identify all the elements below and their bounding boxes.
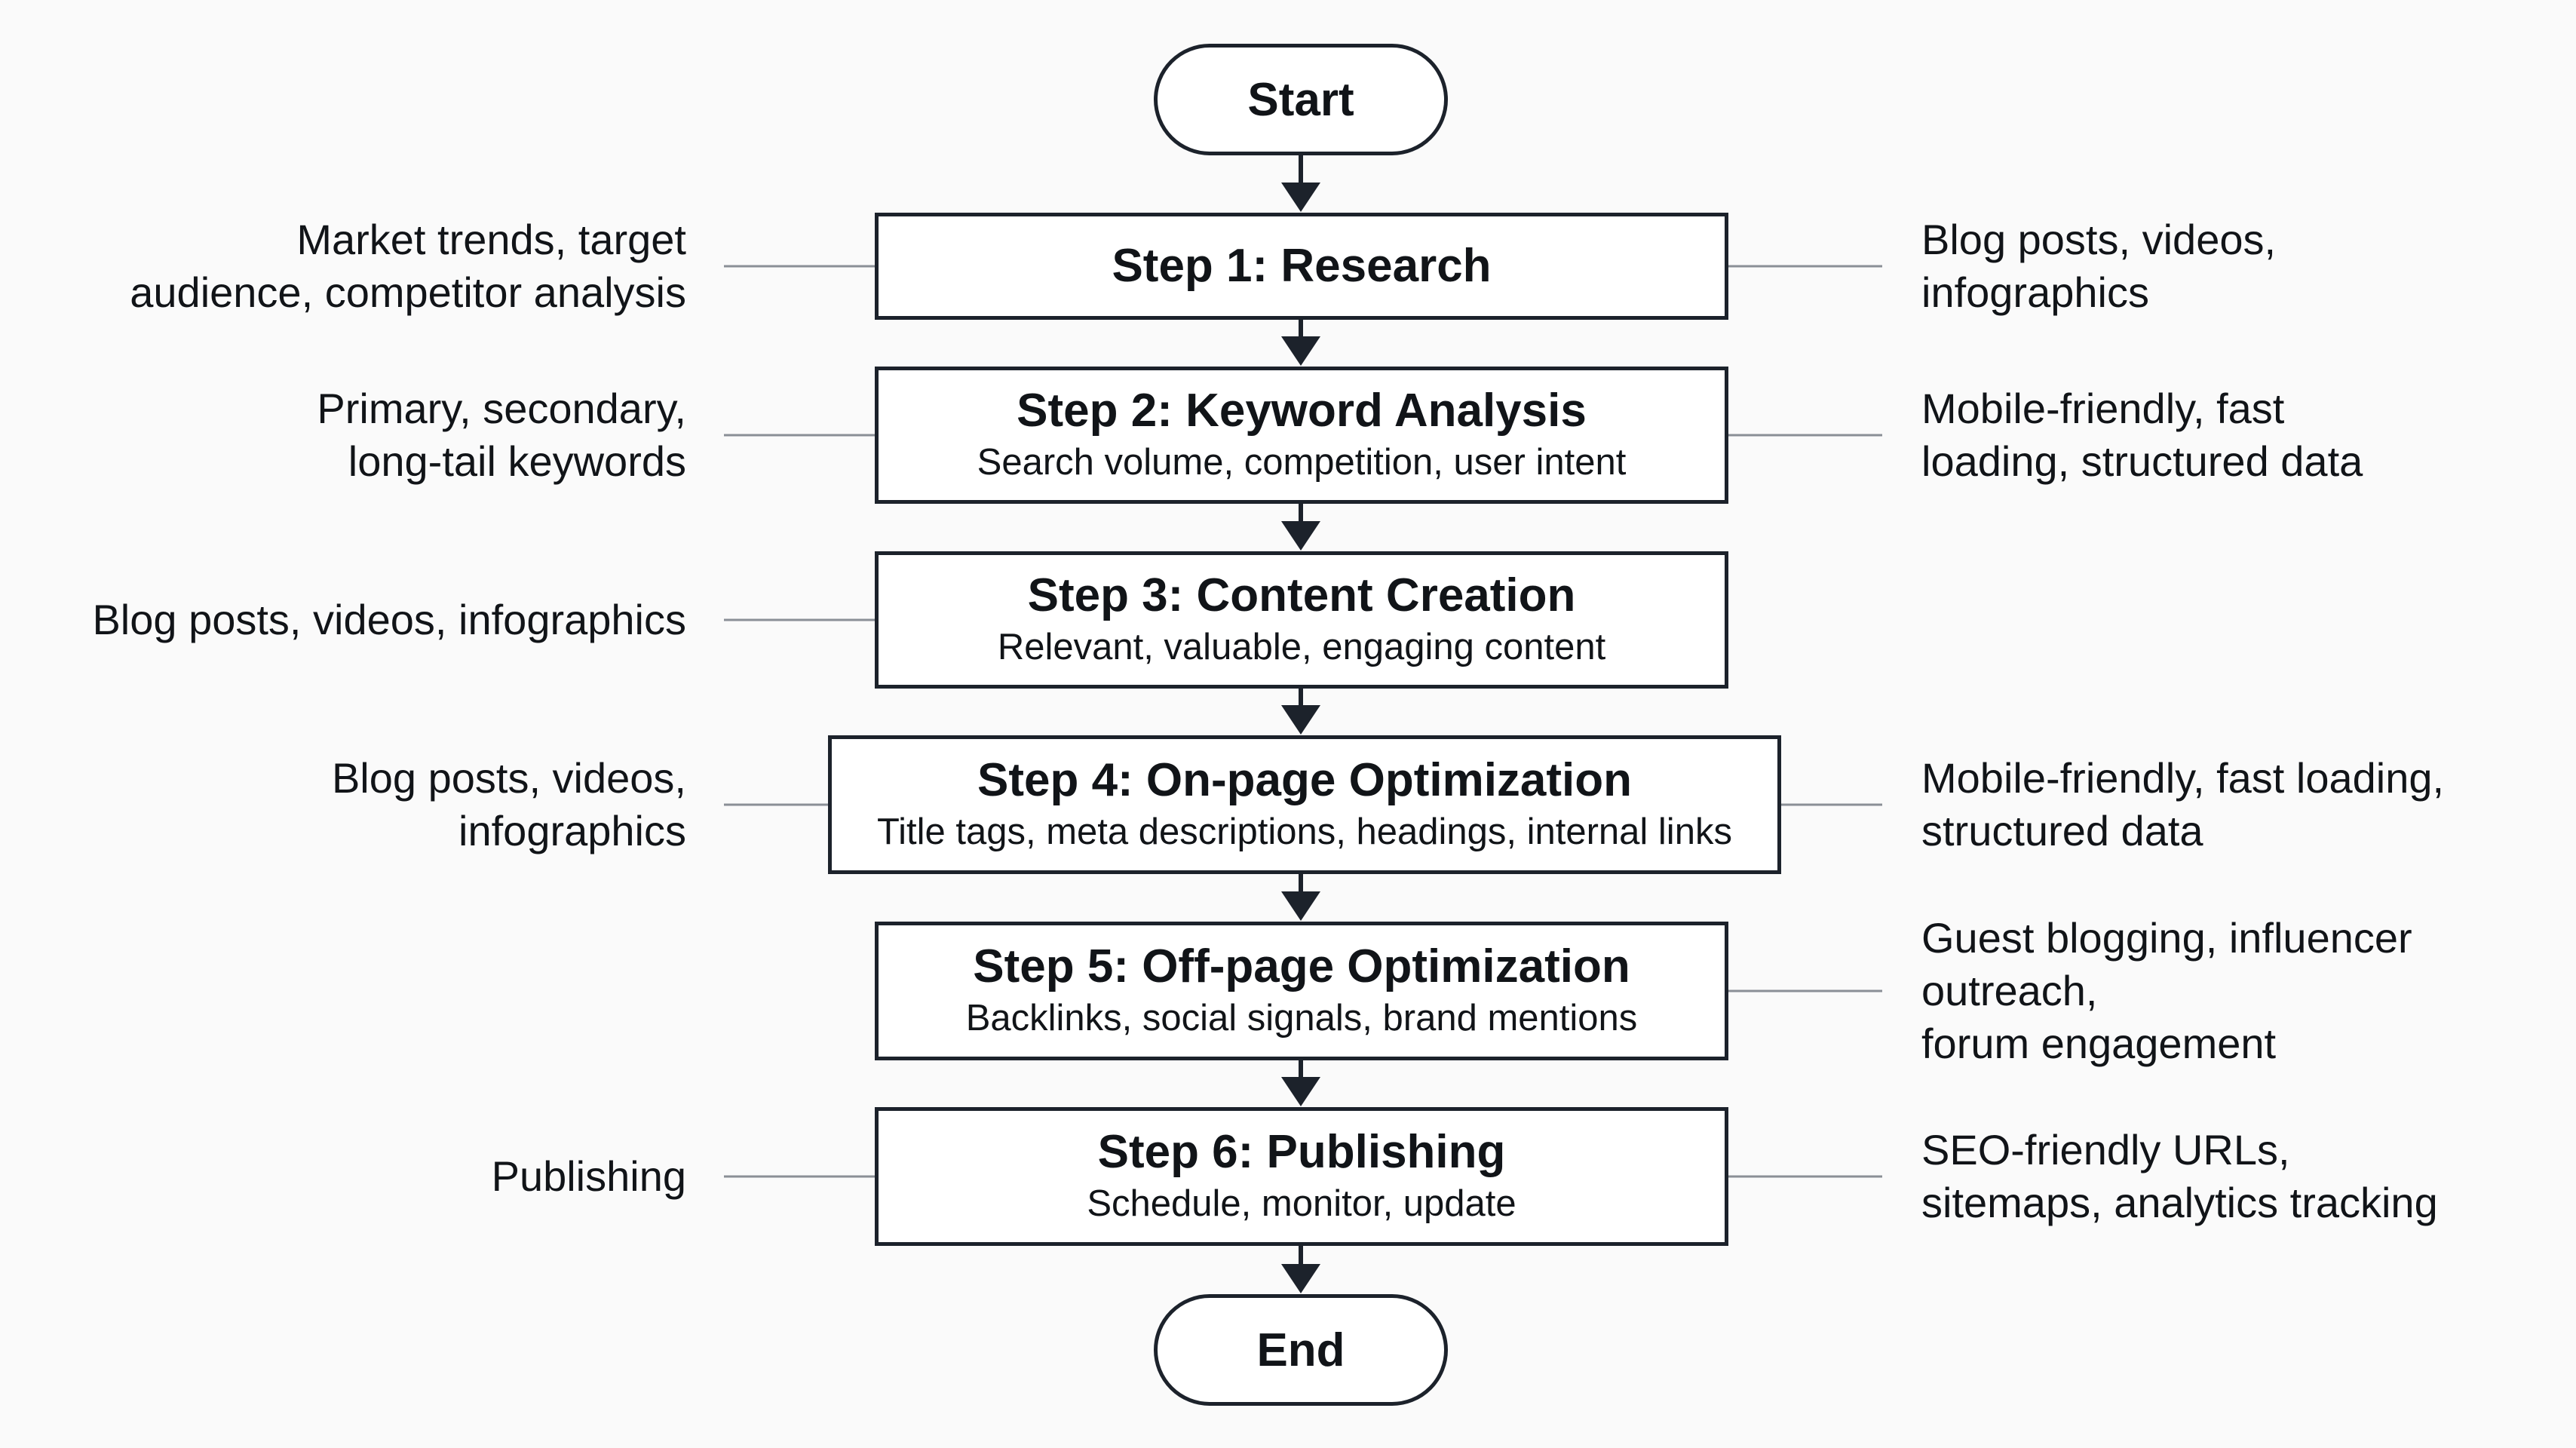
note-line: sitemaps, analytics tracking — [1921, 1179, 2438, 1226]
flow-arrowhead — [1281, 1264, 1320, 1293]
step-title: Step 4: On-page Optimization — [977, 753, 1633, 806]
note-line: Primary, secondary, — [317, 385, 686, 432]
right-note-step-5: Guest blogging, influencer outreach, forum… — [1921, 912, 2412, 1070]
flow-arrowhead — [1281, 336, 1320, 366]
right-note-step-2: Mobile-friendly, fast loading, structured… — [1921, 382, 2363, 488]
start-terminal: Start — [1154, 44, 1448, 155]
step-title: Step 1: Research — [1112, 240, 1492, 293]
note-line: Guest blogging, influencer — [1921, 914, 2412, 962]
right-note-step-4: Mobile-friendly, fast loading, structured… — [1921, 752, 2444, 857]
note-line: long-tail keywords — [348, 437, 686, 485]
step-subtitle: Schedule, monitor, update — [1087, 1183, 1516, 1224]
note-line: Blog posts, videos, — [331, 754, 686, 802]
right-note-step-6: SEO-friendly URLs, sitemaps, analytics tr… — [1921, 1124, 2438, 1229]
note-line: structured data — [1921, 807, 2203, 854]
flow-arrowhead — [1281, 1077, 1320, 1106]
left-note-step-2: Primary, secondary, long-tail keywords — [317, 382, 686, 488]
step-subtitle: Search volume, competition, user intent — [977, 441, 1627, 483]
note-line: audience, competitor analysis — [130, 268, 686, 316]
flow-arrowhead — [1281, 521, 1320, 551]
flow-arrowhead — [1281, 705, 1320, 735]
note-line: Blog posts, videos, infographics — [92, 596, 686, 643]
flow-arrowhead — [1281, 183, 1320, 212]
step-subtitle: Relevant, valuable, engaging content — [997, 626, 1606, 667]
left-note-step-4: Blog posts, videos, infographics — [332, 752, 686, 857]
note-line: SEO-friendly URLs, — [1921, 1126, 2290, 1173]
step-box-1: Step 1: Research — [875, 213, 1728, 320]
step-title: Step 5: Off-page Optimization — [973, 940, 1630, 992]
note-line: outreach, — [1921, 967, 2098, 1014]
note-line: Mobile-friendly, fast loading, — [1921, 754, 2445, 802]
right-note-step-1: Blog posts, videos, infographics — [1921, 213, 2276, 319]
step-title: Step 2: Keyword Analysis — [1017, 384, 1587, 437]
end-terminal: End — [1154, 1294, 1448, 1406]
note-line: forum engagement — [1921, 1020, 2277, 1067]
step-title: Step 6: Publishing — [1097, 1125, 1506, 1178]
step-subtitle: Title tags, meta descriptions, headings,… — [877, 811, 1732, 852]
left-note-step-6: Publishing — [492, 1150, 686, 1203]
note-line: Market trends, target — [296, 216, 686, 263]
note-line: infographics — [1921, 268, 2149, 316]
note-line: Blog posts, videos, — [1921, 216, 2277, 263]
note-line: loading, structured data — [1921, 437, 2363, 485]
step-subtitle: Backlinks, social signals, brand mention… — [965, 997, 1638, 1038]
left-note-step-1: Market trends, target audience, competito… — [130, 213, 686, 319]
note-line: Mobile-friendly, fast — [1921, 385, 2285, 432]
left-note-step-3: Blog posts, videos, infographics — [92, 594, 686, 646]
step-title: Step 3: Content Creation — [1027, 569, 1576, 621]
note-line: Publishing — [491, 1152, 686, 1200]
flow-arrowhead — [1281, 891, 1320, 921]
note-line: infographics — [458, 807, 686, 854]
